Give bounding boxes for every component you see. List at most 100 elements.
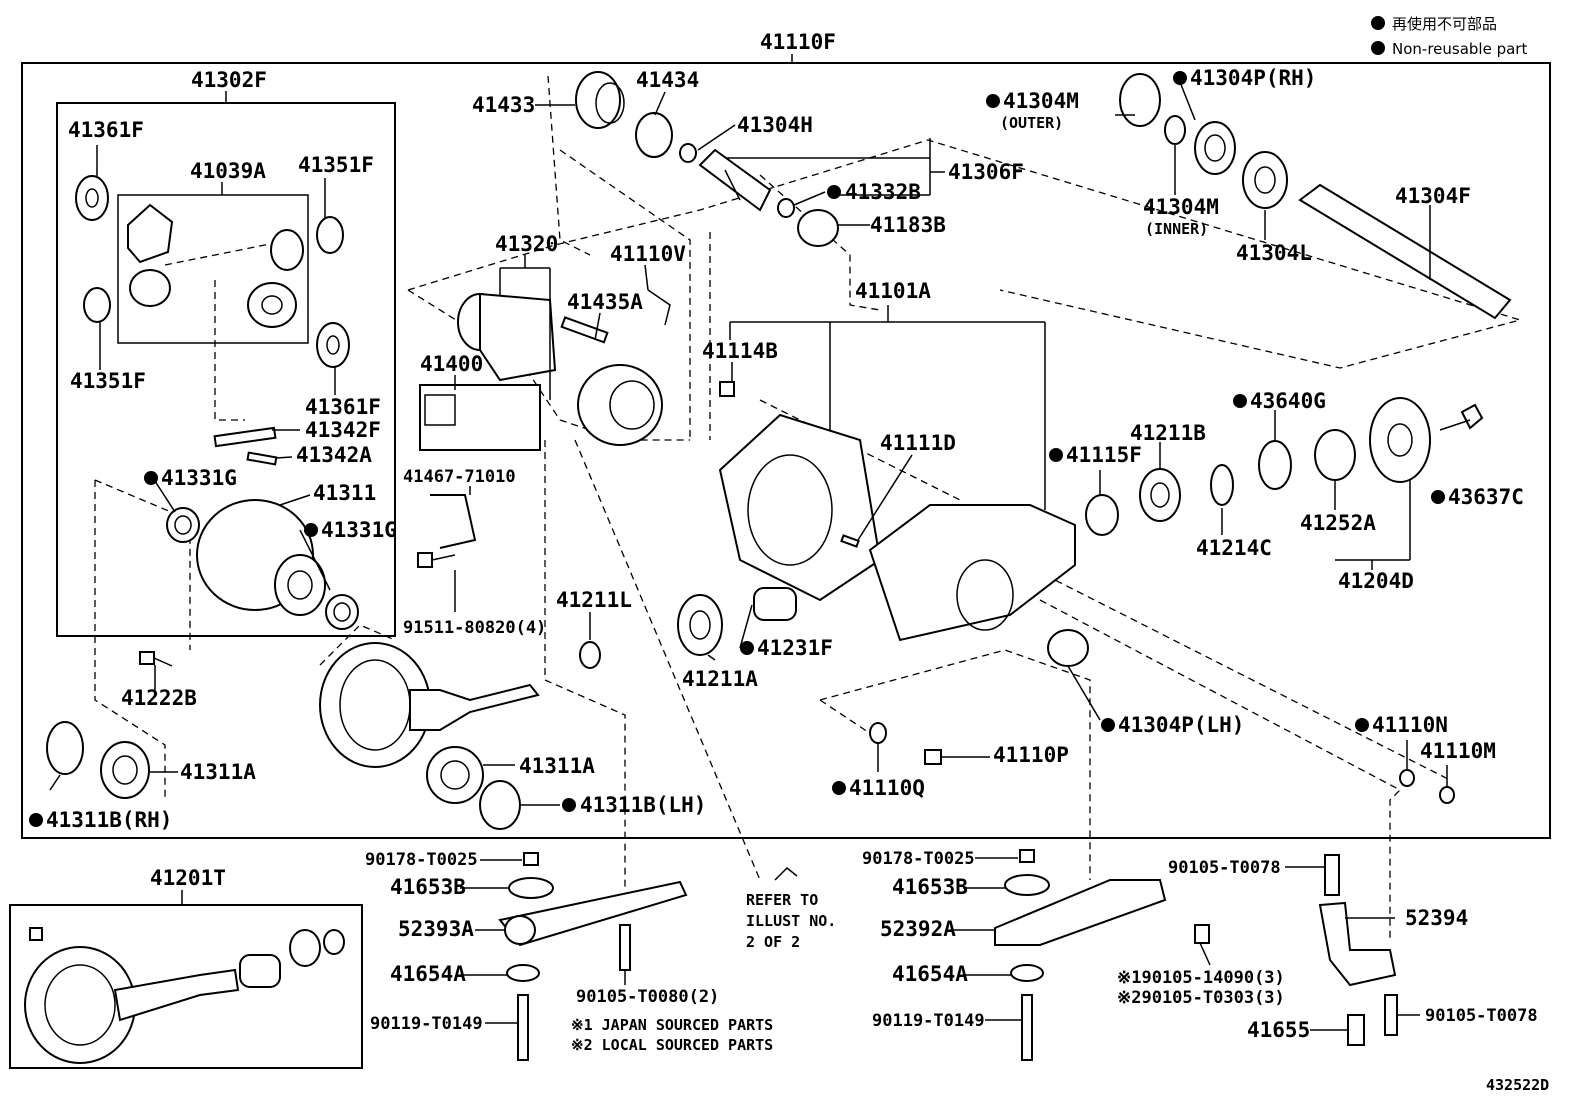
mount-label: ※190105-14090(3) — [1117, 968, 1285, 988]
refer-note: ILLUST NO. — [746, 912, 836, 930]
bracket-41467 — [430, 494, 477, 549]
part-label: 41304P(LH) — [1118, 713, 1244, 737]
mount-label: 90178-T0025 — [862, 849, 975, 869]
part-label: 41214C — [1196, 536, 1272, 560]
part-label: 41114B — [702, 339, 778, 363]
nut-43637C — [1460, 403, 1484, 430]
sourced-note: ※2 LOCAL SOURCED PARTS — [571, 1036, 773, 1054]
bearing-41434 — [635, 112, 673, 158]
non-reusable-dot-icon — [832, 781, 846, 795]
part-note: (INNER) — [1145, 220, 1208, 238]
ring-pinion-set-41201T — [24, 927, 345, 1064]
plug-41110M — [1439, 786, 1455, 804]
mount-label: 90119-T0149 — [370, 1014, 483, 1034]
mount-label: 90119-T0149 — [872, 1011, 985, 1031]
assembly-41204D-label: 41204D — [1338, 569, 1414, 593]
part-label: 41115F — [1066, 443, 1142, 467]
non-reusable-dot-icon — [1431, 490, 1445, 504]
ring-41332B — [777, 198, 795, 218]
ring-gear-and-pinion — [319, 642, 540, 768]
part-label: 43637C — [1448, 485, 1524, 509]
assembly-41201T-label: 41201T — [150, 866, 226, 890]
mount-label: 52394 — [1405, 906, 1468, 930]
part-label: 41110Q — [849, 776, 925, 800]
refer-note: 2 OF 2 — [746, 933, 800, 951]
flange-41252A — [1314, 397, 1431, 483]
part-label: 41331G — [321, 518, 397, 542]
part-label: 41304H — [737, 113, 813, 137]
part-label: 41331G — [161, 466, 237, 490]
mount-label: 41654A — [892, 962, 968, 986]
mount-label: 41653B — [892, 875, 968, 899]
non-reusable-dot-icon — [1049, 448, 1063, 462]
non-reusable-dot-icon — [1101, 718, 1115, 732]
mount-label: 90105-T0078 — [1168, 858, 1281, 878]
assembly-41306F-label: 41306F — [948, 160, 1024, 184]
refer-note: REFER TO — [746, 891, 818, 909]
part-label: 41361F — [305, 395, 381, 419]
snap-ring-41304M-inner — [1164, 115, 1186, 145]
part-label: 41361F — [68, 118, 144, 142]
non-reusable-dot-icon — [1371, 41, 1385, 55]
non-reusable-dot-icon — [562, 798, 576, 812]
part-label: 41467-71010 — [403, 467, 516, 487]
mount-label: 90105-T0078 — [1425, 1006, 1538, 1026]
carrier-41101A — [718, 413, 882, 602]
thrust-washer-41351F — [83, 216, 344, 323]
washer-41214C — [1210, 464, 1234, 506]
mount-label: 41654A — [390, 962, 466, 986]
bolt-41435A — [560, 316, 609, 344]
part-label: 41304P(RH) — [1190, 66, 1316, 90]
part-label: 41252A — [1300, 511, 1376, 535]
part-label: 41311B(LH) — [580, 793, 706, 817]
part-label: 41110M — [1420, 739, 1496, 763]
part-label: 41110P — [993, 743, 1069, 767]
part-label: 41311A — [180, 760, 256, 784]
part-label: 41222B — [121, 686, 197, 710]
ring-pinion-frame — [9, 904, 363, 1069]
side-washer-41361F — [75, 175, 109, 221]
legend-jp: 再使用不可部品 — [1392, 15, 1497, 33]
bearing-41433 — [575, 71, 625, 129]
part-label: 41433 — [472, 93, 535, 117]
output-shaft-41306F — [698, 148, 772, 212]
seal-41183B — [797, 209, 839, 247]
assembly-41110F-label: 41110F — [760, 30, 836, 54]
carrier-housing — [868, 504, 1076, 642]
assembly-41101A-label: 41101A — [855, 279, 931, 303]
mount-label: 90105-T0080(2) — [576, 987, 719, 1007]
seal-41304P-rh — [1194, 121, 1236, 175]
part-label: 41434 — [636, 68, 699, 92]
non-reusable-dot-icon — [740, 641, 754, 655]
pinion-gear-set-frame — [117, 194, 309, 344]
bearing-41311A-left — [100, 741, 150, 799]
washer-41211L — [579, 641, 601, 669]
actuator-41320 — [457, 292, 663, 446]
part-label: 43640G — [1250, 389, 1326, 413]
non-reusable-dot-icon — [827, 185, 841, 199]
bearing-41304L — [1242, 151, 1288, 209]
mount-label: 52393A — [398, 917, 474, 941]
non-reusable-dot-icon — [29, 813, 43, 827]
mount-label: 41655 — [1247, 1018, 1310, 1042]
part-label: 41342F — [305, 418, 381, 442]
gasket-41110N — [1399, 769, 1415, 787]
snap-ring-41304H — [679, 143, 697, 163]
part-label: 41342A — [296, 443, 372, 467]
part-label: 41435A — [567, 290, 643, 314]
part-label: 41111D — [880, 431, 956, 455]
non-reusable-dot-icon — [1355, 718, 1369, 732]
spacer-41231F — [753, 587, 797, 621]
main-assembly-frame — [21, 62, 1551, 839]
bolt-41222B — [139, 651, 173, 667]
bearing-41211B — [1139, 468, 1181, 522]
non-reusable-dot-icon — [1173, 71, 1187, 85]
seal-43640G — [1258, 440, 1292, 490]
diff-case-41311 — [196, 499, 326, 616]
plug-41110Q — [869, 722, 887, 744]
mount-right-parts — [1318, 854, 1398, 1046]
part-label: 41311 — [313, 481, 376, 505]
part-label: 41311A — [519, 754, 595, 778]
pinion-shaft-41342F — [213, 426, 277, 448]
